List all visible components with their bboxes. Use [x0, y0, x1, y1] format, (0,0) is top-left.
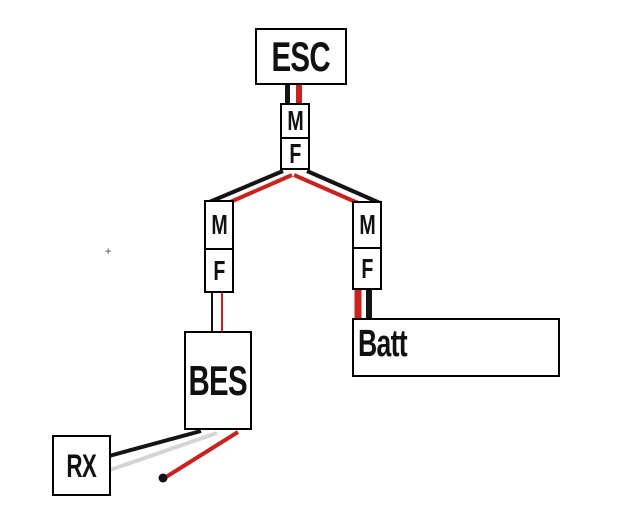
right-female-label: F	[361, 252, 373, 284]
wire-split-left-black	[206, 169, 284, 205]
left-female-label: F	[213, 254, 225, 286]
wire-split-right-red	[293, 173, 359, 205]
center-female-label: F	[289, 137, 301, 169]
left-connector-male: M	[206, 202, 232, 248]
esc-label: ESC	[271, 32, 331, 80]
center-connector: M F	[280, 103, 310, 170]
right-connector-male: M	[354, 203, 380, 247]
rx-box: RX	[52, 435, 111, 496]
left-connector-female: F	[206, 248, 232, 291]
wire-rx-bes-black	[108, 429, 202, 458]
left-male-label: M	[211, 209, 227, 240]
center-connector-male: M	[282, 105, 308, 137]
batt-box: Batt	[352, 318, 560, 377]
wire-split-left-red	[227, 173, 293, 205]
wire-bes-open-red	[164, 430, 240, 479]
right-connector-female: F	[354, 247, 380, 288]
bes-label: BES	[188, 356, 248, 404]
batt-label: Batt	[358, 323, 408, 365]
esc-box: ESC	[255, 28, 347, 85]
center-connector-female: F	[282, 137, 308, 168]
bes-box: BES	[184, 331, 252, 430]
right-male-label: M	[359, 209, 375, 240]
open-lead-dot	[158, 473, 168, 483]
rx-label: RX	[66, 447, 97, 484]
wire-split-right-black	[306, 169, 381, 205]
center-male-label: M	[287, 105, 303, 136]
stray-mark: +	[105, 246, 112, 258]
wire-rx-bes-gray	[109, 431, 218, 472]
left-connector: M F	[204, 200, 234, 293]
right-connector: M F	[352, 201, 382, 290]
